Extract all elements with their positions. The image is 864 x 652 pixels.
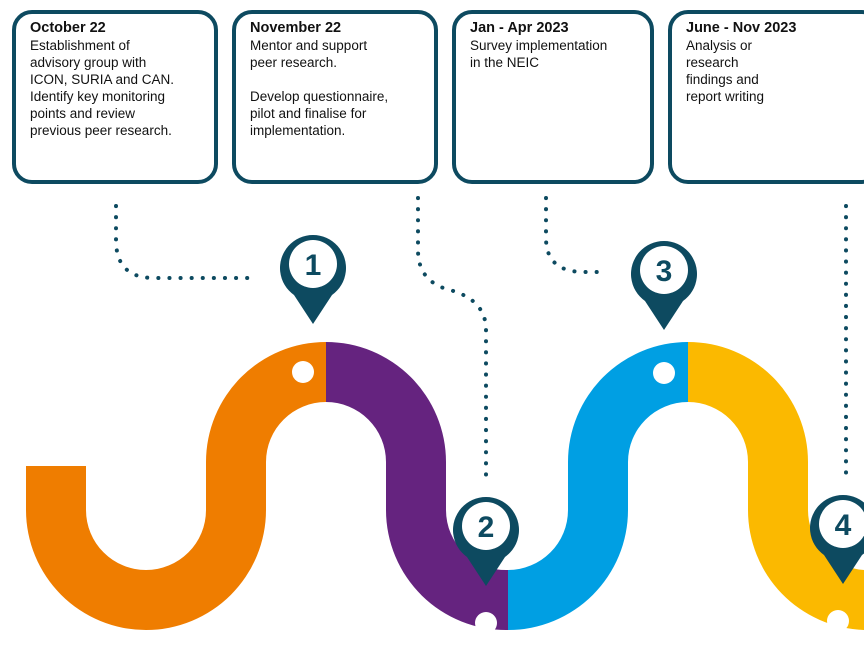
road-segment-2 xyxy=(326,342,508,652)
milestone-period: October 22 xyxy=(30,20,106,36)
road-dot xyxy=(653,362,675,384)
milestone-period: Jan - Apr 2023 xyxy=(470,20,569,36)
road-segment-4 xyxy=(688,342,864,630)
milestone-description: Analysis or research findings and report… xyxy=(686,38,765,104)
connector-1 xyxy=(114,204,250,280)
milestone-description: Survey implementation in the NEIC xyxy=(470,38,608,70)
road-segment-3 xyxy=(508,342,688,630)
road-dot xyxy=(827,610,849,632)
milestone-period: June - Nov 2023 xyxy=(686,20,797,36)
marker-number: 1 xyxy=(305,249,322,282)
connector-2 xyxy=(416,196,488,480)
marker-number: 3 xyxy=(656,255,673,288)
map-pin-icon-4: 4 xyxy=(810,495,864,584)
map-pin-icon-3: 3 xyxy=(631,241,697,330)
road-dot xyxy=(292,361,314,383)
marker-number: 2 xyxy=(478,511,495,544)
milestone-card-3: Jan - Apr 2023 Survey implementation in … xyxy=(452,10,654,184)
milestone-card-1: October 22 Establishment of advisory gro… xyxy=(12,10,218,184)
road-dot xyxy=(475,612,497,634)
milestone-card-4: June - Nov 2023 Analysis or research fin… xyxy=(668,10,864,184)
map-pin-icon-2: 2 xyxy=(453,497,519,586)
milestone-card-2: November 22 Mentor and support peer rese… xyxy=(232,10,438,184)
milestone-description: Establishment of advisory group with ICO… xyxy=(30,38,175,138)
map-pin-icon-1: 1 xyxy=(280,235,346,324)
road-segment-1 xyxy=(26,342,326,630)
connector-3 xyxy=(544,196,602,274)
milestone-period: November 22 xyxy=(250,20,342,36)
milestone-description: Mentor and support peer research. Develo… xyxy=(250,38,389,138)
marker-number: 4 xyxy=(835,509,852,542)
